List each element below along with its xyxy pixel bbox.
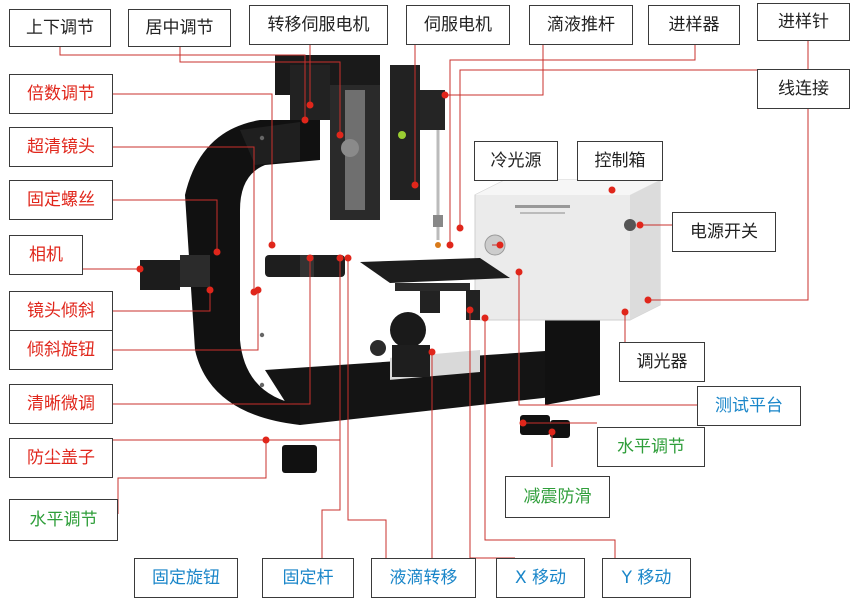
sample-stage bbox=[360, 258, 510, 377]
label-xianlianjie: 线连接 bbox=[757, 69, 850, 109]
label-chaoqing: 超清镜头 bbox=[9, 127, 113, 167]
c-arm-frame bbox=[185, 120, 320, 425]
label-xiangji: 相机 bbox=[9, 235, 83, 275]
label-guding-luosi: 固定螺丝 bbox=[9, 180, 113, 220]
label-jinyangqi: 进样器 bbox=[648, 5, 740, 45]
label-x-yidong: X 移动 bbox=[496, 558, 585, 598]
label-qingxi-weitiao: 清晰微调 bbox=[9, 384, 113, 424]
label-zhuanyi-sifu: 转移伺服电机 bbox=[249, 5, 388, 45]
camera-lens bbox=[140, 255, 345, 290]
label-jinyangzhen: 进样针 bbox=[757, 3, 850, 41]
label-shuiping-left: 水平调节 bbox=[9, 499, 118, 541]
label-kongzhixiang: 控制箱 bbox=[577, 141, 663, 181]
leader-dots bbox=[136, 91, 652, 444]
label-juzhong: 居中调节 bbox=[128, 9, 231, 47]
label-shangxia: 上下调节 bbox=[9, 9, 111, 47]
label-qingxie-xuanniu: 倾斜旋钮 bbox=[9, 330, 113, 370]
label-tiaoguangqi: 调光器 bbox=[619, 342, 705, 382]
label-lengguangyuan: 冷光源 bbox=[474, 141, 558, 181]
control-box bbox=[474, 179, 661, 321]
label-fangchen: 防尘盖子 bbox=[9, 438, 113, 478]
feet bbox=[282, 415, 570, 473]
label-jianzhen: 减震防滑 bbox=[505, 476, 610, 518]
label-shuiping-right: 水平调节 bbox=[597, 427, 705, 467]
label-jingtou-qingxie: 镜头倾斜 bbox=[9, 291, 113, 331]
label-guding-gan: 固定杆 bbox=[262, 558, 354, 598]
label-ceshi-pingtai: 测试平台 bbox=[697, 386, 801, 426]
label-diye-tuigan: 滴液推杆 bbox=[529, 5, 633, 45]
label-guding-xuanniu: 固定旋钮 bbox=[134, 558, 238, 598]
label-yedi-zhuanyi: 液滴转移 bbox=[371, 558, 476, 598]
label-y-yidong: Y 移动 bbox=[602, 558, 691, 598]
leader-lines bbox=[59, 40, 809, 559]
label-sifu: 伺服电机 bbox=[406, 5, 510, 45]
label-dianyuan-kaiguan: 电源开关 bbox=[672, 212, 776, 252]
label-beishu: 倍数调节 bbox=[9, 74, 113, 114]
